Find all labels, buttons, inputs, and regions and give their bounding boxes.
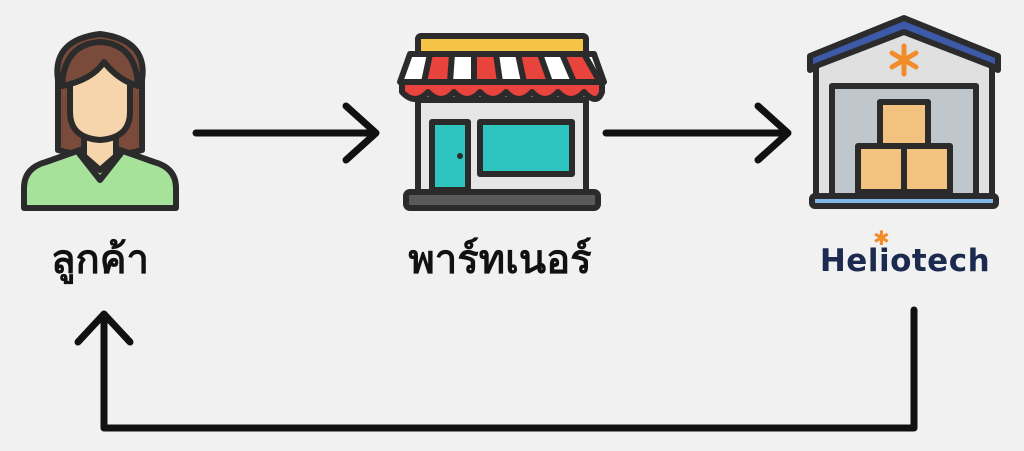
arrow-warehouse-to-customer bbox=[74, 306, 918, 432]
store-icon bbox=[397, 33, 607, 211]
brand-logo-text: Heliotech bbox=[819, 243, 991, 279]
customer-icon bbox=[21, 31, 179, 211]
partner-label: พาร์ทเนอร์ bbox=[408, 237, 592, 283]
door-knob bbox=[457, 153, 463, 159]
arrow-customer-to-partner bbox=[192, 102, 380, 164]
warehouse-icon bbox=[807, 15, 1001, 209]
warehouse-asterisk-icon bbox=[889, 43, 919, 77]
brand-star-icon: ✱ bbox=[873, 226, 890, 250]
arrow-partner-to-warehouse bbox=[602, 102, 792, 164]
customer-label: ลูกค้า bbox=[51, 237, 149, 283]
